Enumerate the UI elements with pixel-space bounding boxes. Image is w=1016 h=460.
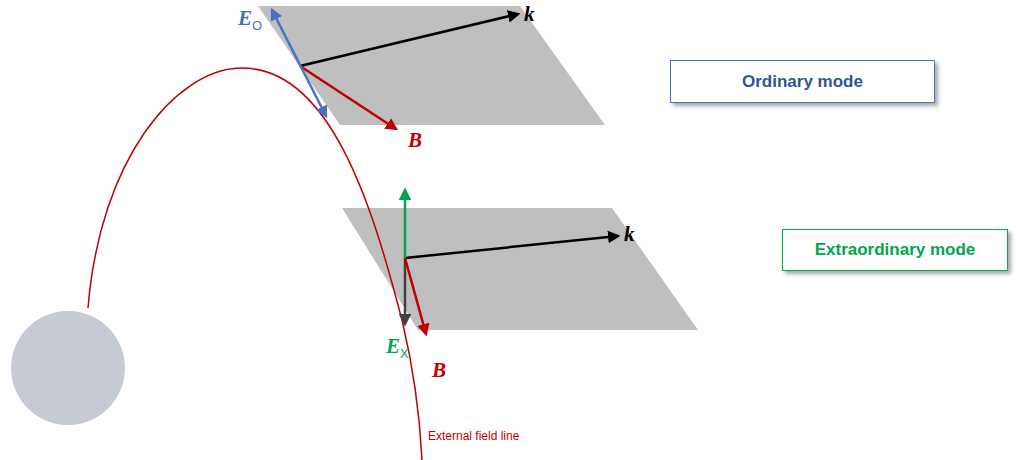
- mode-box: Extraordinary mode: [782, 229, 1008, 271]
- mode-label: Extraordinary mode: [815, 240, 976, 260]
- b-vector: [300, 66, 396, 129]
- mode-label: Ordinary mode: [742, 72, 863, 92]
- b-vector: [405, 258, 426, 334]
- field-line: [88, 68, 422, 460]
- vector-symbol: k: [524, 4, 535, 25]
- extraordinary-plane: [342, 208, 698, 330]
- ex-vector: [404, 190, 407, 258]
- k-vector: [405, 236, 618, 258]
- star-disc: [11, 311, 125, 425]
- ordinary-plane: [258, 6, 605, 125]
- vector-symbol: B: [408, 130, 422, 151]
- field-symbol: EX: [386, 336, 409, 360]
- vector-symbol: k: [624, 224, 635, 245]
- eo-vector: [272, 10, 326, 116]
- vector-symbol: B: [432, 360, 446, 381]
- ex-vector: [404, 258, 407, 324]
- field-symbol: EO: [238, 8, 262, 32]
- k-vector: [300, 14, 518, 66]
- field-line-label: External field line: [428, 430, 519, 442]
- mode-box: Ordinary mode: [670, 60, 935, 103]
